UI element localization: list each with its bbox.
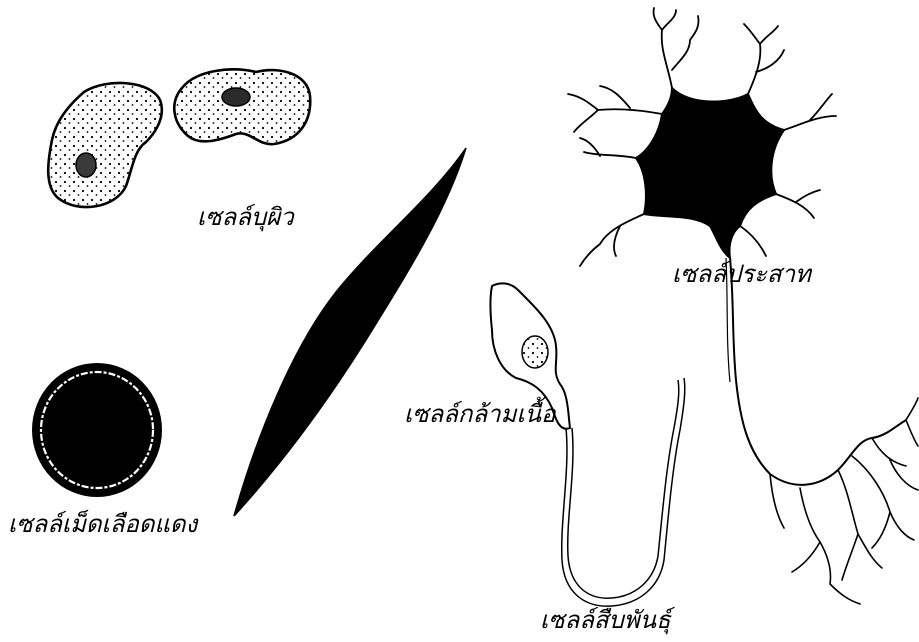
- red-blood-cell-drawing: [32, 363, 162, 497]
- epithelial-nucleus-right: [222, 88, 250, 106]
- red-blood-cell-label: เซลล์เม็ดเลือดแดง: [8, 512, 197, 536]
- muscle-cell-label: เซลล์กล้ามเนื้อ: [404, 402, 555, 426]
- epithelial-nucleus-left: [76, 153, 96, 177]
- nerve-cell-drawing: [568, 8, 918, 604]
- nerve-cell-label: เซลล์ประสาท: [672, 262, 811, 286]
- epithelial-cell-left: [48, 83, 162, 207]
- epithelial-cell-label: เซลล์บุผิว: [197, 205, 294, 229]
- sperm-cell-drawing: [491, 283, 685, 606]
- epithelial-cell-right: [174, 69, 310, 144]
- sperm-cell-label: เซลล์สืบพันธุ์: [540, 608, 671, 632]
- epithelial-cells-drawing: [48, 69, 310, 207]
